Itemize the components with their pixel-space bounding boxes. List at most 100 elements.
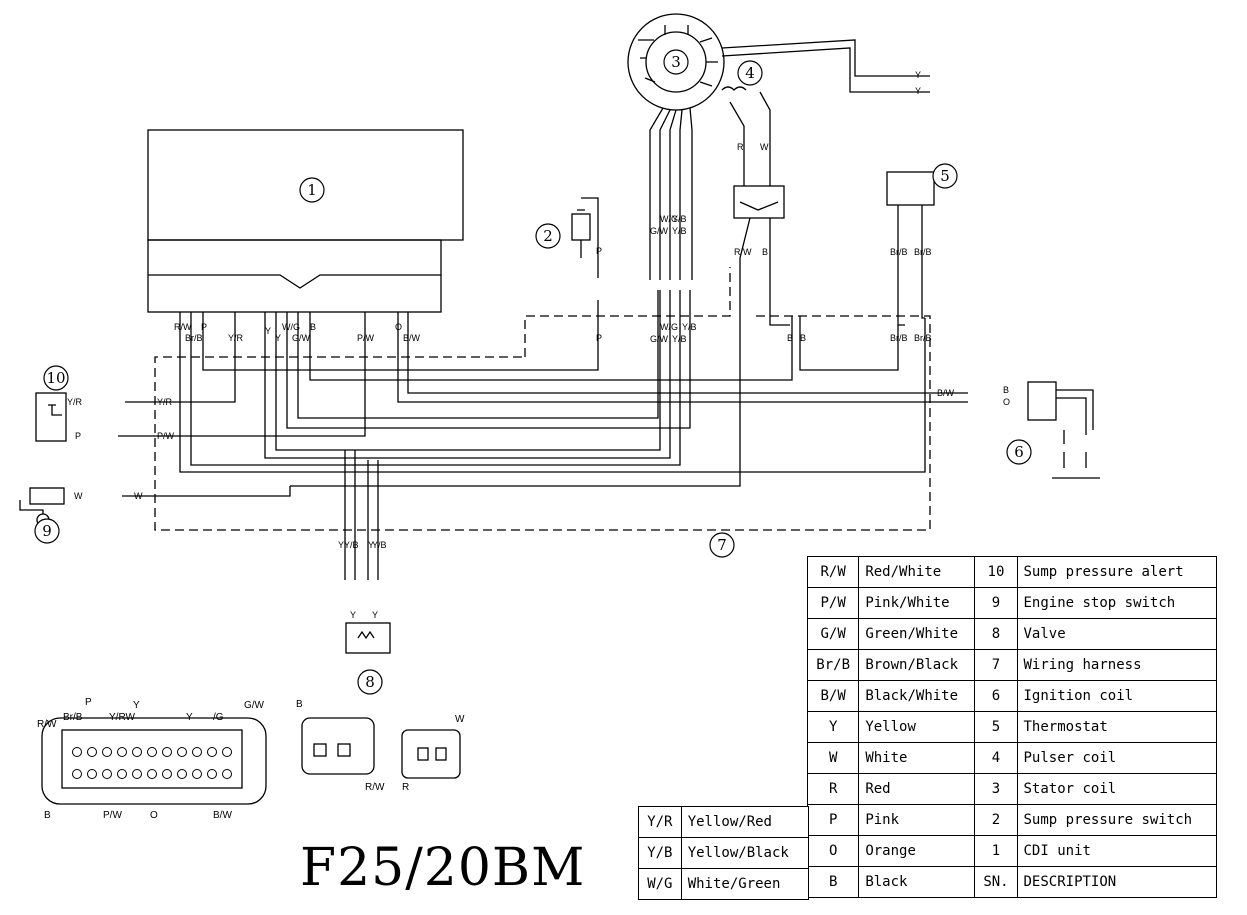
legend-description: CDI unit xyxy=(1016,835,1217,867)
wire-label: Y/B xyxy=(682,322,697,332)
connector-label: Y/RW xyxy=(109,712,135,723)
legend-color: Red xyxy=(858,773,976,805)
legend-code: R/W xyxy=(806,556,860,588)
callout-circle xyxy=(932,163,958,189)
callout-number: 9 xyxy=(42,522,52,540)
callout-circle xyxy=(709,532,735,558)
sump-pressure-alert xyxy=(35,392,67,442)
legend-description: Wiring harness xyxy=(1016,649,1217,681)
wire-label: G/W xyxy=(292,333,311,343)
wire-label: O xyxy=(1003,397,1010,407)
callout-number: 10 xyxy=(46,369,65,387)
callout-number: 6 xyxy=(1014,443,1024,461)
thermostat xyxy=(799,171,935,371)
legend-sn: 8 xyxy=(974,618,1018,650)
legend-color: White/Green xyxy=(680,868,810,900)
wire-label: Br/B xyxy=(914,247,932,257)
connector-label: Br/B xyxy=(63,712,83,723)
legend-code: Y/R xyxy=(638,806,682,838)
legend-code: B xyxy=(806,866,860,898)
connector-label: P xyxy=(85,697,92,708)
connector-pin xyxy=(102,747,112,757)
legend-code: Br/B xyxy=(806,649,860,681)
legend-color: Orange xyxy=(858,835,976,867)
connector-pin xyxy=(87,769,97,779)
legend-sn: 9 xyxy=(974,587,1018,619)
wire-label: G/W xyxy=(650,226,669,236)
legend-sn: 7 xyxy=(974,649,1018,681)
wire-label: B/W xyxy=(937,388,955,398)
connector-label: B/W xyxy=(213,810,232,821)
connector-label: O xyxy=(150,810,158,821)
legend-code: W xyxy=(806,742,860,774)
cdi-unit xyxy=(147,129,464,313)
legend-code: P xyxy=(806,804,860,836)
legend-code: Y xyxy=(806,711,860,743)
connector-pin xyxy=(192,747,202,757)
wire-label: Br/B xyxy=(890,333,908,343)
wire-label: W/G xyxy=(282,322,300,332)
legend-description: Pulser coil xyxy=(1016,742,1217,774)
wire-label: Y/B xyxy=(344,540,359,550)
wire-label: Br/B xyxy=(185,333,203,343)
wire-label: R/W xyxy=(734,247,752,257)
legend-code: O xyxy=(806,835,860,867)
wire-label: W xyxy=(134,491,143,501)
connector-label: R/W xyxy=(37,719,57,730)
legend-color: Red/White xyxy=(858,556,976,588)
wire-label: P/W xyxy=(357,333,375,343)
legend-code: Y/B xyxy=(638,837,682,869)
wire-label: Y/B xyxy=(672,334,687,344)
wire-label: Br/B xyxy=(890,247,908,257)
callout-circle xyxy=(34,518,60,544)
connector-pin xyxy=(102,769,112,779)
connector-pin xyxy=(87,747,97,757)
legend-color: Green/White xyxy=(858,618,976,650)
connector-pin xyxy=(132,769,142,779)
model-title: F25/20BM xyxy=(300,838,586,898)
wire-label: Y/R xyxy=(157,397,173,407)
connector-pin xyxy=(177,747,187,757)
cdi-wires xyxy=(118,258,968,497)
small-connectors xyxy=(301,717,461,779)
wire-label: Y xyxy=(275,333,281,343)
callout-circle xyxy=(299,177,325,203)
connector-label: R xyxy=(402,782,409,793)
legend-sn: 10 xyxy=(974,556,1018,588)
legend-sn: 4 xyxy=(974,742,1018,774)
wire-label: B xyxy=(1003,385,1009,395)
connector-pin xyxy=(177,769,187,779)
wire-label: W xyxy=(74,491,83,501)
wire-label: Y/B xyxy=(672,214,687,224)
legend-description: Ignition coil xyxy=(1016,680,1217,712)
legend-color: Brown/Black xyxy=(858,649,976,681)
connector-label: P/W xyxy=(103,810,122,821)
connector-pin xyxy=(222,769,232,779)
legend-description: DESCRIPTION xyxy=(1016,866,1217,898)
legend-code: P/W xyxy=(806,587,860,619)
legend-color: Black/White xyxy=(858,680,976,712)
stator-coil xyxy=(627,13,930,280)
callout-number: 4 xyxy=(745,64,755,82)
wire-label: P xyxy=(75,431,81,441)
wire-label: Y/B xyxy=(372,540,387,550)
connector-label: B xyxy=(296,699,303,710)
wire-label: Y/R xyxy=(228,333,244,343)
legend-code: G/W xyxy=(806,618,860,650)
callout-circle xyxy=(663,49,689,75)
connector-label: B xyxy=(44,810,51,821)
connector-pin xyxy=(192,769,202,779)
wire-label: W xyxy=(760,142,769,152)
wire-label: B xyxy=(762,247,768,257)
wire-label: B/W xyxy=(403,333,421,343)
pulser-coil xyxy=(721,86,790,326)
